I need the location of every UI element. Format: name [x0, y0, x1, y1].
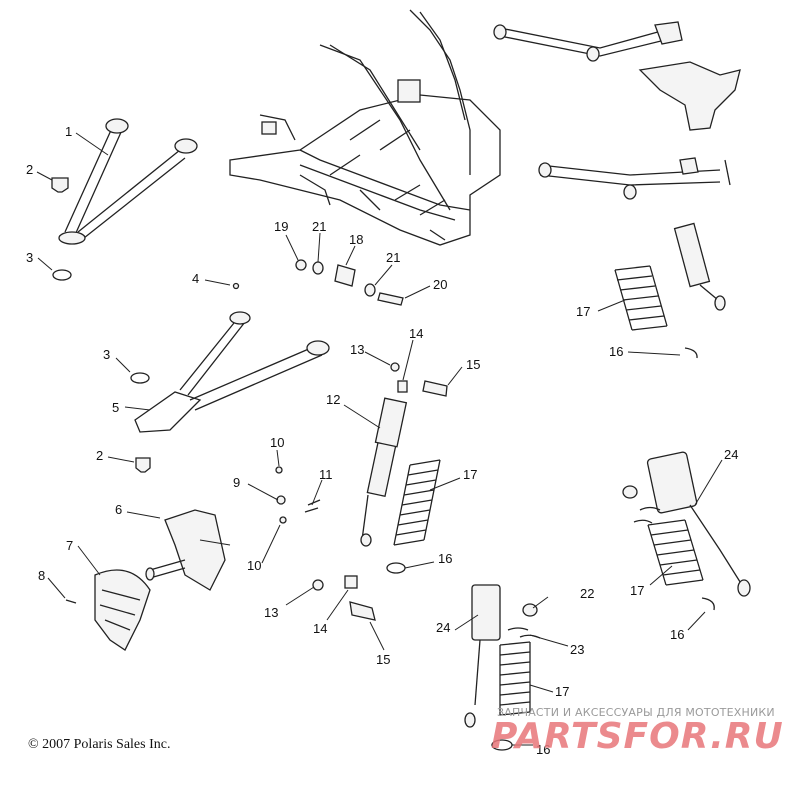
brake-disc-guard — [94, 569, 151, 651]
rear-upper-control-arm — [493, 21, 683, 62]
spindle — [145, 509, 226, 591]
callout-21: 21 — [386, 250, 400, 265]
callout-24: 24 — [436, 620, 450, 635]
callout-13: 13 — [264, 605, 278, 620]
frame-assembly — [229, 9, 501, 246]
callout-17: 17 — [576, 304, 590, 319]
callout-10: 10 — [247, 558, 261, 573]
rear-lower-control-arm — [538, 157, 731, 200]
callout-4: 4 — [192, 271, 199, 286]
callout-13: 13 — [350, 342, 364, 357]
front-coil-spring — [393, 459, 441, 546]
callout-2: 2 — [26, 162, 33, 177]
spring-bottom-center — [499, 641, 531, 716]
rear-spring-lower — [647, 519, 704, 586]
hardware-22-23 — [507, 603, 541, 639]
callout-17: 17 — [555, 684, 569, 699]
retainer-16a — [386, 562, 406, 574]
callout-18: 18 — [349, 232, 363, 247]
lower-a-arm — [134, 311, 330, 433]
callout-9: 9 — [233, 475, 240, 490]
snap-ring-lower — [130, 372, 150, 384]
callout-16: 16 — [536, 742, 550, 757]
callout-1: 1 — [65, 124, 72, 139]
callout-24: 24 — [724, 447, 738, 462]
callout-11: 11 — [319, 467, 333, 482]
ball-joint-upper — [51, 177, 69, 193]
small-fastener-4 — [232, 282, 240, 290]
rear-knuckle — [638, 61, 741, 131]
lower-shock-hardware — [312, 575, 376, 621]
callout-17: 17 — [463, 467, 477, 482]
retainer-16b — [684, 347, 698, 359]
ball-joint-lower — [135, 457, 151, 473]
callout-15: 15 — [376, 652, 390, 667]
upper-shock-hardware — [390, 362, 448, 397]
bushing-set — [295, 259, 404, 306]
callout-3: 3 — [26, 250, 33, 265]
front-shock-absorber — [360, 397, 408, 547]
leader-lines — [36, 132, 723, 746]
callout-10: 10 — [270, 435, 284, 450]
callout-22: 22 — [580, 586, 594, 601]
watermark-logo: PARTSFOR.RU — [491, 716, 784, 757]
callout-14: 14 — [409, 326, 423, 341]
callout-15: 15 — [466, 357, 480, 372]
callout-16: 16 — [609, 344, 623, 359]
washers-9-10-11 — [275, 466, 321, 524]
watermark-tagline: ЗАПЧАСТИ И АКСЕССУАРЫ ДЛЯ МОТОТЕХНИКИ — [497, 706, 775, 719]
copyright-text: © 2007 Polaris Sales Inc. — [28, 737, 171, 752]
callout-19: 19 — [274, 219, 288, 234]
rear-shock-lower — [646, 451, 751, 597]
shock-bottom-center — [464, 584, 501, 728]
callout-6: 6 — [115, 502, 122, 517]
callout-5: 5 — [112, 400, 119, 415]
callout-8: 8 — [38, 568, 45, 583]
callout-3: 3 — [103, 347, 110, 362]
callout-20: 20 — [433, 277, 447, 292]
rear-shock-upper — [673, 222, 726, 311]
callout-12: 12 — [326, 392, 340, 407]
upper-a-arm — [58, 118, 198, 245]
screw-8 — [65, 599, 77, 604]
rear-spring-upper — [614, 265, 668, 331]
callout-23: 23 — [570, 642, 584, 657]
callout-14: 14 — [313, 621, 327, 636]
callout-21: 21 — [312, 219, 326, 234]
callout-17: 17 — [630, 583, 644, 598]
spring-retainers — [622, 485, 715, 611]
callout-2: 2 — [96, 448, 103, 463]
callout-labels: 1 2 3 4 3 5 2 6 7 8 19 21 18 21 20 13 14… — [26, 124, 738, 757]
callout-7: 7 — [66, 538, 73, 553]
callout-16: 16 — [670, 627, 684, 642]
snap-ring-upper — [52, 269, 72, 281]
callout-16: 16 — [438, 551, 452, 566]
